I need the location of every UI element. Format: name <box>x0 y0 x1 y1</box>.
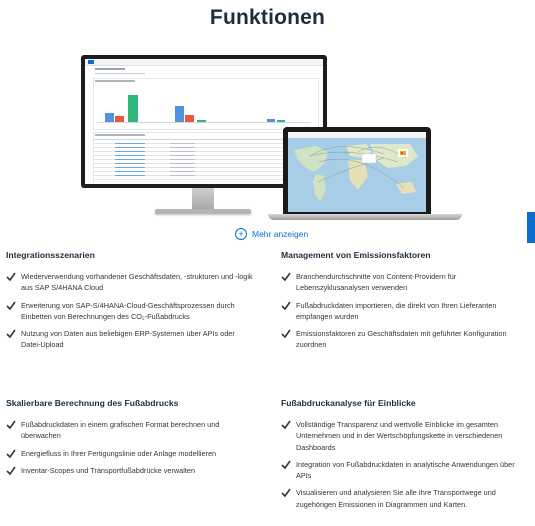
monitor-stand-base <box>155 209 251 214</box>
monitor-illustration <box>81 55 327 188</box>
section-fussabdruckanalyse: Fußabdruckanalyse für Einblicke Vollstän… <box>281 398 531 516</box>
section-heading: Management von Emissionsfaktoren <box>281 250 431 260</box>
laptop-base <box>268 214 462 220</box>
section-heading: Fußabdruckanalyse für Einblicke <box>281 398 416 408</box>
checkmark-icon <box>6 271 16 282</box>
section-heading: Skalierbare Berechnung des Fußabdrucks <box>6 398 179 408</box>
section-emissionsfaktoren: Management von Emissionsfaktoren Branche… <box>281 250 531 357</box>
checkmark-icon <box>281 487 291 498</box>
laptop-screen <box>288 132 426 212</box>
emissions-map <box>288 132 426 212</box>
side-feedback-tab[interactable] <box>527 212 535 243</box>
section-berechnung: Skalierbare Berechnung des Fußabdrucks F… <box>6 398 256 482</box>
checkmark-icon <box>281 459 291 470</box>
list-item: Fußabdruckdaten importieren, die direkt … <box>281 300 531 323</box>
list-item: Vollständige Transparenz und wertvolle E… <box>281 419 531 453</box>
show-more-link[interactable]: + Mehr anzeigen <box>235 228 308 240</box>
monitor-stand <box>192 188 214 209</box>
list-item: Energiefluss in Ihrer Fertigungslinie od… <box>6 448 256 459</box>
laptop-illustration <box>283 127 431 215</box>
section-integrationsszenarien: Integrationsszenarien Wiederverwendung v… <box>6 250 256 357</box>
list-item: Wiederverwendung vorhandener Geschäftsda… <box>6 271 256 294</box>
list-item: Inventar-Scopes und Transportfußabdrücke… <box>6 465 256 476</box>
list-item: Integration von Fußabdruckdaten in analy… <box>281 459 531 482</box>
list-item: Erweiterung von SAP-S/4HANA-Cloud-Geschä… <box>6 300 256 323</box>
checkmark-icon <box>6 419 16 430</box>
list-item: Emissionsfaktoren zu Geschäftsdaten mit … <box>281 328 531 351</box>
list-item: Visualisieren und analysieren Sie alle I… <box>281 487 531 510</box>
checkmark-icon <box>6 300 16 311</box>
show-more-label: Mehr anzeigen <box>252 229 309 239</box>
checkmark-icon <box>6 448 16 459</box>
list-item: Nutzung von Daten aus beliebigen ERP-Sys… <box>6 328 256 351</box>
list-item: Fußabdruckdaten in einem grafischen Form… <box>6 419 256 442</box>
section-heading: Integrationsszenarien <box>6 250 95 260</box>
page-title: Funktionen <box>209 6 326 29</box>
checkmark-icon <box>281 300 291 311</box>
checkmark-icon <box>281 328 291 339</box>
list-item: Branchendurchschnitte von Content-Provid… <box>281 271 531 294</box>
checkmark-icon <box>281 271 291 282</box>
checkmark-icon <box>281 419 291 430</box>
plus-circle-icon: + <box>235 228 247 240</box>
monitor-screen <box>85 59 323 184</box>
checkmark-icon <box>6 465 16 476</box>
checkmark-icon <box>6 328 16 339</box>
